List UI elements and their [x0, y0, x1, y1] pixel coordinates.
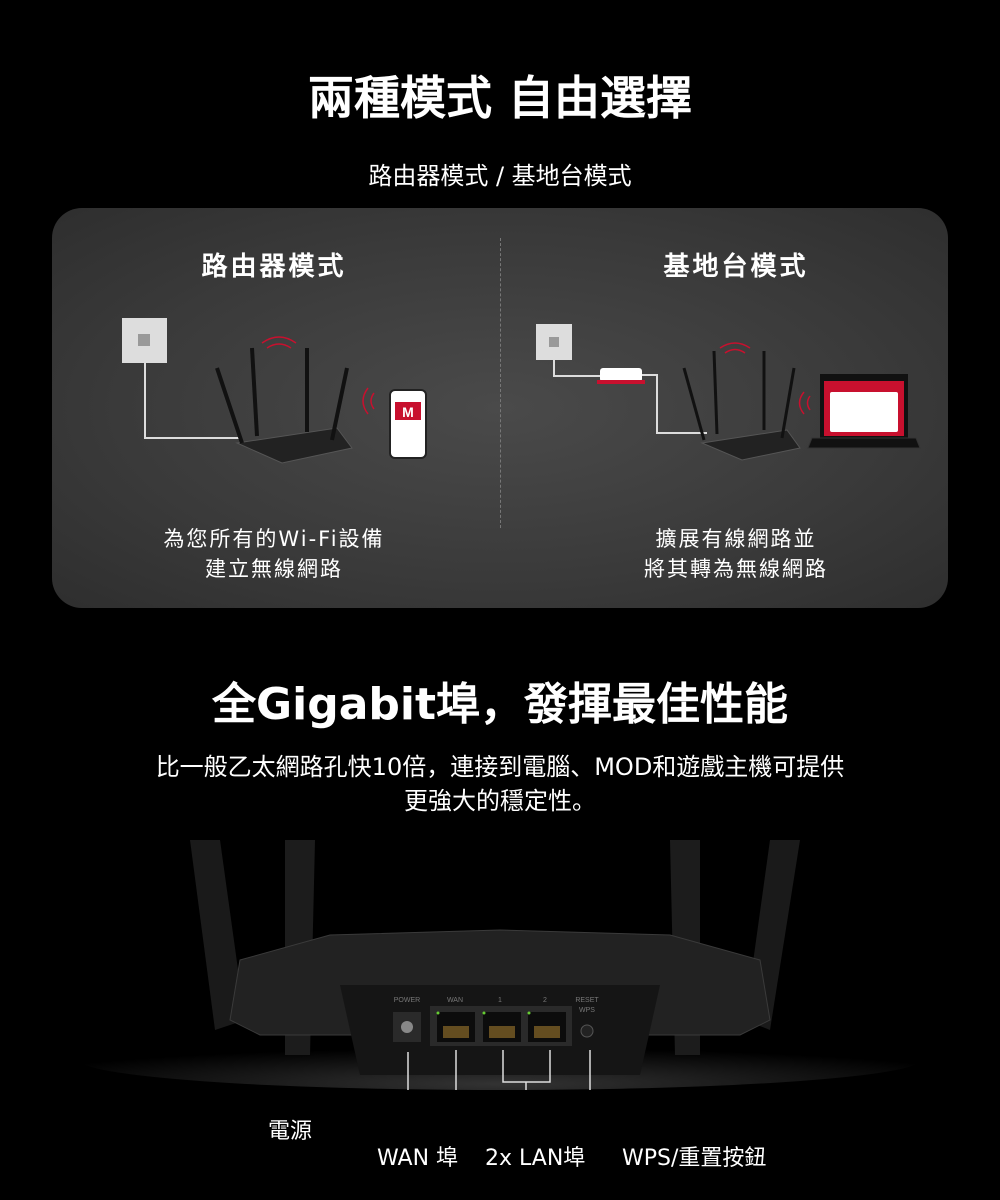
ethernet-port: [527, 1011, 566, 1042]
ap-mode-caption: 擴展有線網路並 將其轉為無線網路: [556, 524, 916, 584]
wifi-icon: [261, 336, 297, 349]
router-mode-caption: 為您所有的Wi-Fi設備 建立無線網路: [94, 524, 454, 584]
wifi-icon: [719, 342, 751, 354]
router-icon: [215, 347, 353, 464]
description-line: 更強大的穩定性。: [404, 787, 596, 815]
caption-line: 建立無線網路: [205, 557, 343, 581]
callout-lan: 2x LAN埠: [485, 1146, 586, 1171]
callout-power: 電源: [268, 1119, 313, 1144]
switch-icon: [597, 368, 645, 384]
svg-text:M: M: [402, 404, 414, 420]
wall-socket-icon: [536, 324, 572, 360]
page-title: 兩種模式 自由選擇: [307, 71, 692, 125]
ethernet-port: [436, 1011, 475, 1042]
modes-panel: 路由器模式 基地台模式 M 為您所有的Wi-Fi: [52, 208, 948, 608]
reset-button: [580, 1024, 594, 1038]
port-label: 2: [543, 997, 547, 1004]
port-label: WAN: [447, 997, 463, 1004]
mode-illustrations: M: [122, 318, 921, 464]
port-label: POWER: [394, 997, 420, 1004]
divider: [500, 238, 501, 528]
port-label: WPS: [579, 1007, 595, 1014]
callout-wps: WPS/重置按鈕: [622, 1146, 767, 1171]
laptop-icon: [807, 374, 921, 449]
router-back-illustration: POWER WAN 1 2 RESET WPS: [80, 840, 920, 1090]
router-icon: [682, 350, 801, 461]
page-subtitle: 路由器模式 / 基地台模式: [368, 162, 632, 190]
caption-line: 擴展有線網路並: [655, 527, 817, 551]
description-line: 比一般乙太網路孔快10倍，連接到電腦、MOD和遊戲主機可提供: [155, 753, 845, 781]
caption-line: 將其轉為無線網路: [644, 557, 828, 581]
caption-line: 為您所有的Wi-Fi設備: [163, 527, 385, 551]
ethernet-port: [482, 1011, 521, 1042]
wifi-icon: [362, 387, 375, 415]
port-label: RESET: [575, 997, 599, 1004]
wifi-icon: [798, 391, 811, 415]
router-mode-title: 路由器模式: [201, 252, 347, 282]
port-label: 1: [498, 997, 502, 1004]
ap-mode-title: 基地台模式: [663, 252, 809, 282]
antenna: [190, 840, 245, 1030]
section-title: 全Gigabit埠，發揮最佳性能: [212, 679, 788, 730]
section-description: 比一般乙太網路孔快10倍，連接到電腦、MOD和遊戲主機可提供 更強大的穩定性。: [0, 750, 1000, 818]
callout-wan: WAN 埠: [377, 1146, 459, 1171]
phone-icon: M: [389, 389, 427, 459]
wall-socket-icon: [122, 318, 167, 363]
